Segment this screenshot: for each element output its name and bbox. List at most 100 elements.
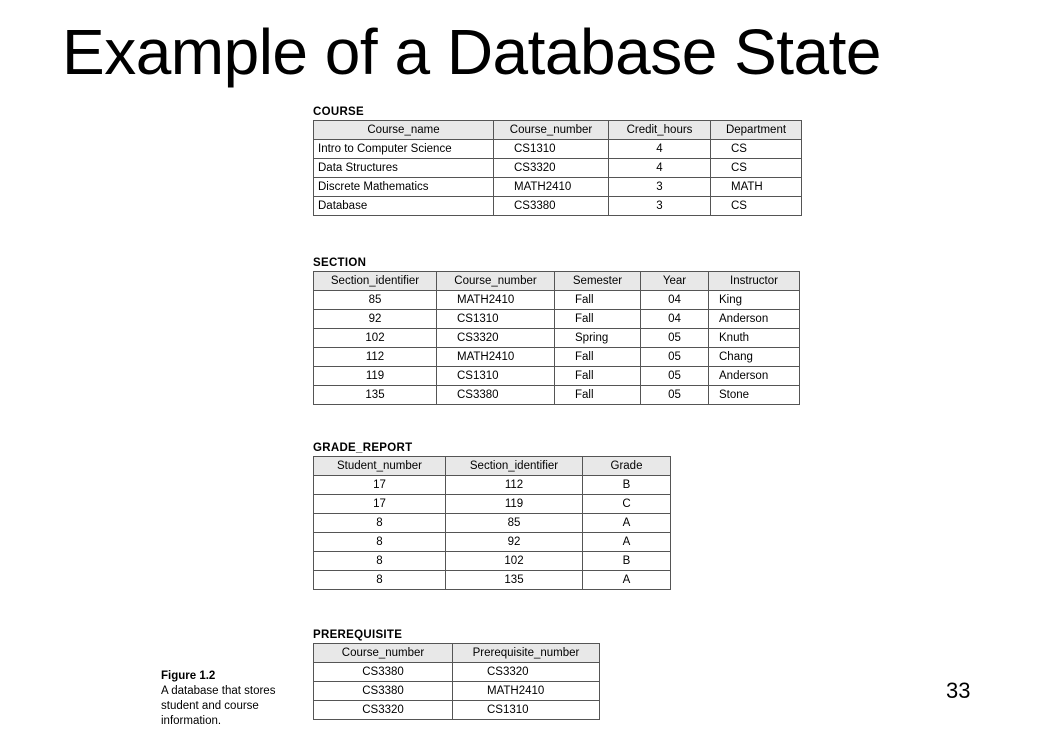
column-header: Course_number — [436, 271, 555, 291]
table-cell: 8 — [313, 513, 446, 533]
column-header: Semester — [554, 271, 641, 291]
page-number: 33 — [946, 678, 971, 703]
table-cell: MATH — [710, 177, 802, 197]
table-cell: 112 — [313, 347, 437, 367]
table-cell: 4 — [608, 158, 711, 178]
table-name: SECTION — [313, 257, 367, 269]
table-cell: CS3320 — [313, 700, 453, 720]
table-cell: 8 — [313, 551, 446, 571]
table-cell: CS3380 — [493, 196, 609, 216]
table-cell: Fall — [554, 309, 641, 329]
table-cell: A — [582, 513, 671, 533]
table-cell: CS1310 — [436, 366, 555, 386]
column-header: Grade — [582, 456, 671, 476]
column-header: Course_number — [493, 120, 609, 140]
table-cell: 85 — [445, 513, 583, 533]
table-cell: Fall — [554, 347, 641, 367]
table-cell: Anderson — [708, 366, 800, 386]
table-cell: B — [582, 551, 671, 571]
column-header: Section_identifier — [445, 456, 583, 476]
table-cell: 102 — [313, 328, 437, 348]
table-cell: Fall — [554, 290, 641, 310]
table-cell: King — [708, 290, 800, 310]
column-header: Student_number — [313, 456, 446, 476]
column-header: Section_identifier — [313, 271, 437, 291]
table-cell: 102 — [445, 551, 583, 571]
table-cell: Spring — [554, 328, 641, 348]
table-cell: MATH2410 — [452, 681, 600, 701]
table-cell: 8 — [313, 570, 446, 590]
table-cell: CS — [710, 158, 802, 178]
table-cell: CS3380 — [436, 385, 555, 405]
table-cell: 04 — [640, 290, 709, 310]
table-cell: 05 — [640, 328, 709, 348]
table-cell: CS — [710, 139, 802, 159]
table-cell: 17 — [313, 494, 446, 514]
slide-title: Example of a Database State — [62, 16, 882, 88]
table-cell: 112 — [445, 475, 583, 495]
table-cell: 4 — [608, 139, 711, 159]
table-cell: 92 — [313, 309, 437, 329]
table-cell: Discrete Mathematics — [313, 177, 494, 197]
table-cell: 05 — [640, 347, 709, 367]
table-cell: CS3380 — [313, 662, 453, 682]
table-cell: CS — [710, 196, 802, 216]
column-header: Course_number — [313, 643, 453, 663]
table-cell: CS1310 — [452, 700, 600, 720]
table-cell: Fall — [554, 385, 641, 405]
table-cell: 3 — [608, 177, 711, 197]
table-cell: CS1310 — [436, 309, 555, 329]
figure-label: Figure 1.2 — [161, 670, 216, 682]
table-cell: Anderson — [708, 309, 800, 329]
table-cell: 3 — [608, 196, 711, 216]
table-cell: 05 — [640, 366, 709, 386]
table-cell: A — [582, 570, 671, 590]
table-cell: CS3380 — [313, 681, 453, 701]
figure-caption: Figure 1.2 A database that stores studen… — [161, 669, 306, 729]
table-cell: Intro to Computer Science — [313, 139, 494, 159]
table-cell: 8 — [313, 532, 446, 552]
figure-caption-line: information. — [161, 715, 222, 727]
table-cell: 119 — [313, 366, 437, 386]
table-cell: Knuth — [708, 328, 800, 348]
column-header: Instructor — [708, 271, 800, 291]
table-cell: Database — [313, 196, 494, 216]
figure-caption-line: student and course — [161, 700, 259, 712]
table-cell: A — [582, 532, 671, 552]
table-cell: 119 — [445, 494, 583, 514]
table-cell: Data Structures — [313, 158, 494, 178]
table-cell: 04 — [640, 309, 709, 329]
column-header: Department — [710, 120, 802, 140]
table-cell: Fall — [554, 366, 641, 386]
table-name: COURSE — [313, 106, 365, 118]
table-cell: MATH2410 — [436, 347, 555, 367]
table-cell: CS3320 — [452, 662, 600, 682]
table-cell: CS3320 — [493, 158, 609, 178]
